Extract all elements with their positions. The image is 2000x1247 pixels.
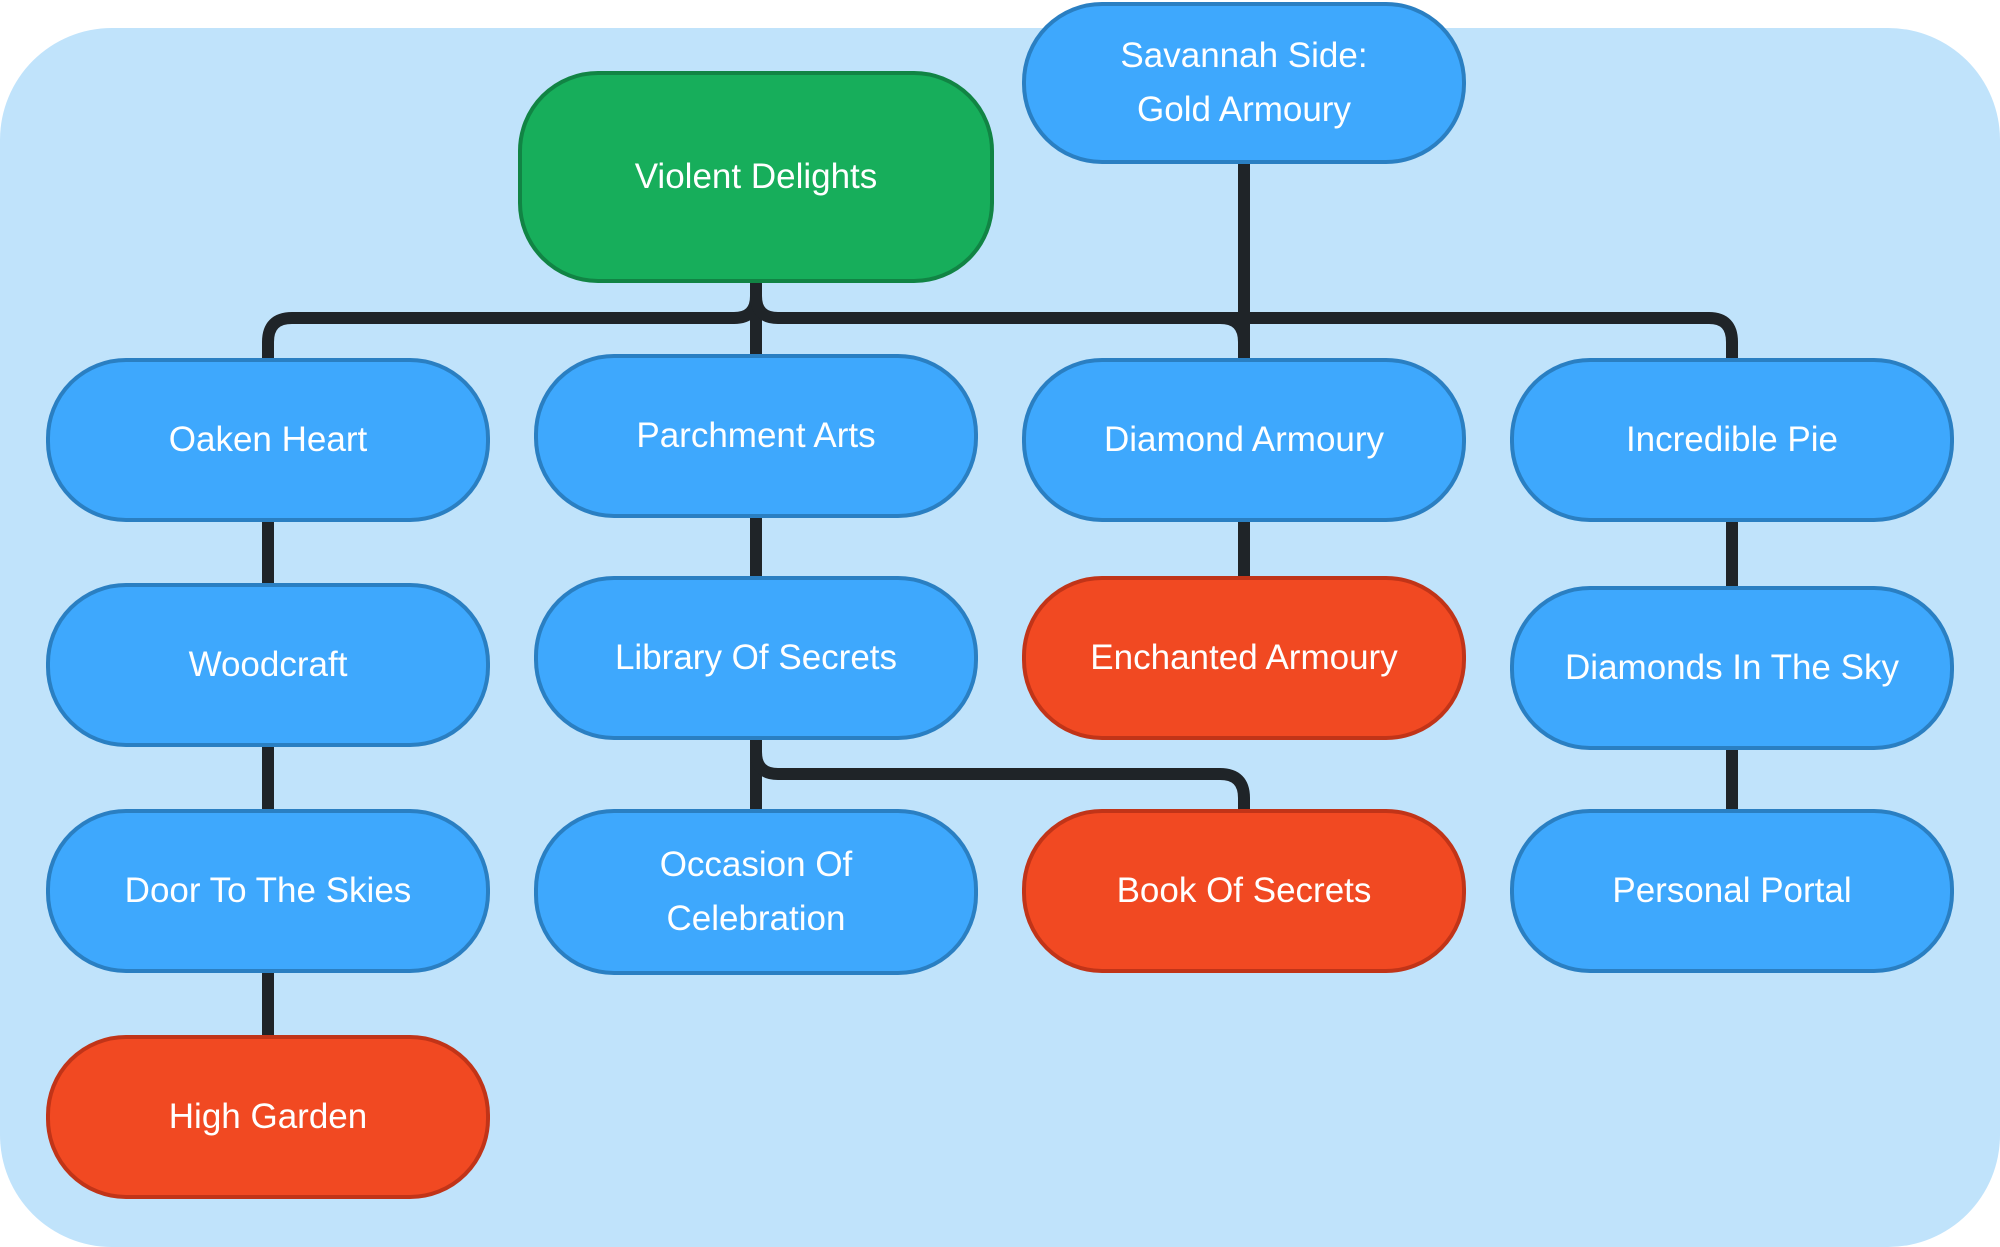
connector-violent-delights-oaken-heart xyxy=(262,274,762,366)
node-label: Book Of Secrets xyxy=(1116,871,1372,910)
node-label: Savannah Side: Gold Armoury xyxy=(1120,36,1368,129)
node-label: Personal Portal xyxy=(1612,871,1852,910)
node-high-garden[interactable]: High Garden xyxy=(46,1035,490,1199)
node-label: Occasion Of Celebration xyxy=(659,845,853,938)
node-incredible-pie[interactable]: Incredible Pie xyxy=(1510,358,1954,522)
node-label: Door To The Skies xyxy=(124,871,412,910)
node-door-to-the-skies[interactable]: Door To The Skies xyxy=(46,809,490,973)
node-occasion-of-celebration[interactable]: Occasion Of Celebration xyxy=(534,809,978,975)
node-label: Enchanted Armoury xyxy=(1090,638,1398,677)
node-enchanted-armoury[interactable]: Enchanted Armoury xyxy=(1022,576,1466,740)
node-diamonds-in-the-sky[interactable]: Diamonds In The Sky xyxy=(1510,586,1954,750)
node-oaken-heart[interactable]: Oaken Heart xyxy=(46,358,490,522)
node-label: High Garden xyxy=(168,1097,368,1136)
node-label: Woodcraft xyxy=(188,645,348,684)
node-book-of-secrets[interactable]: Book Of Secrets xyxy=(1022,809,1466,973)
node-savannah-side-gold-armoury[interactable]: Savannah Side: Gold Armoury xyxy=(1022,2,1466,164)
node-label: Diamond Armoury xyxy=(1103,420,1385,459)
connector-library-of-secrets-book-of-secrets xyxy=(750,732,1250,816)
node-parchment-arts[interactable]: Parchment Arts xyxy=(534,354,978,518)
node-label: Diamonds In The Sky xyxy=(1565,648,1899,687)
node-label: Library Of Secrets xyxy=(614,638,898,677)
node-library-of-secrets[interactable]: Library Of Secrets xyxy=(534,576,978,740)
node-label: Violent Delights xyxy=(634,157,878,196)
node-label: Parchment Arts xyxy=(636,416,876,455)
node-violent-delights[interactable]: Violent Delights xyxy=(518,71,994,283)
node-personal-portal[interactable]: Personal Portal xyxy=(1510,809,1954,973)
node-label: Oaken Heart xyxy=(168,420,368,459)
node-label: Incredible Pie xyxy=(1625,420,1839,459)
node-woodcraft[interactable]: Woodcraft xyxy=(46,583,490,747)
node-diamond-armoury[interactable]: Diamond Armoury xyxy=(1022,358,1466,522)
